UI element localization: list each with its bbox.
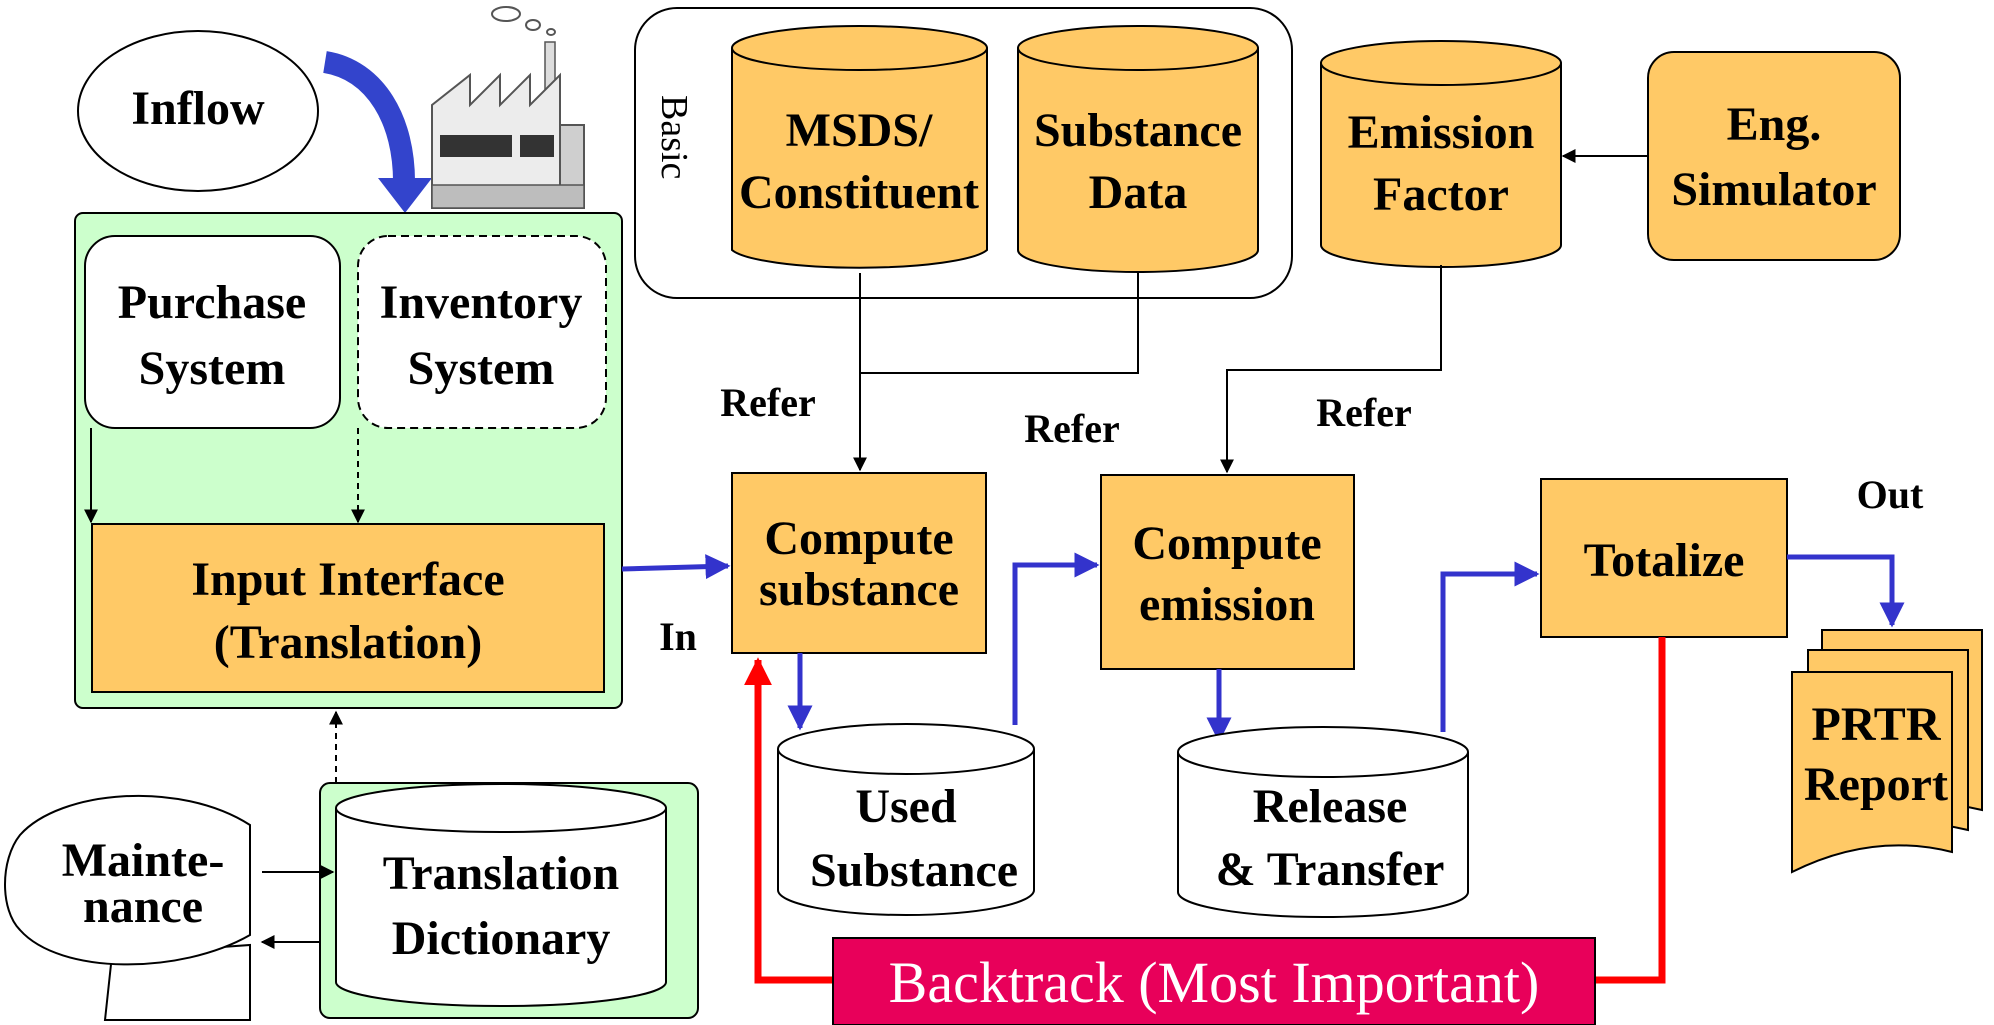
release-to-totalize-arrow bbox=[1440, 561, 1540, 732]
refer-label-3: Refer bbox=[1316, 390, 1411, 435]
compute-substance-line2: substance bbox=[759, 563, 959, 616]
maintenance-terminal-icon: Mainte- nance bbox=[4, 794, 251, 1021]
totalize-to-report-arrow bbox=[1787, 554, 1905, 628]
factory-icon bbox=[431, 6, 585, 209]
input-to-compute-arrow bbox=[621, 554, 731, 580]
totalize-label: Totalize bbox=[1584, 534, 1745, 587]
used-substance-line2: Substance bbox=[810, 844, 1018, 897]
purchase-system-line1: Purchase bbox=[118, 276, 306, 329]
emission-refer-line bbox=[1220, 265, 1442, 474]
compute-substance-box: Compute substance bbox=[731, 472, 987, 654]
compute-emission-line2: emission bbox=[1139, 578, 1315, 631]
input-interface-box: Input Interface (Translation) bbox=[91, 523, 605, 693]
inflow-arrow bbox=[322, 51, 432, 213]
inflow-label: Inflow bbox=[131, 82, 265, 135]
msds-database: MSDS/ Constituent bbox=[731, 25, 988, 269]
eng-simulator-box: Eng. Simulator bbox=[1647, 51, 1901, 261]
input-interface-line2: (Translation) bbox=[214, 616, 482, 669]
refer-label-2: Refer bbox=[1024, 406, 1119, 451]
substance-data-database: Substance Data bbox=[1017, 25, 1259, 273]
refer-label-1: Refer bbox=[720, 380, 815, 425]
input-interface-line1: Input Interface bbox=[191, 553, 504, 606]
msds-line1: MSDS/ bbox=[786, 104, 933, 157]
substance-refer-line bbox=[860, 273, 1139, 374]
translation-dictionary-line1: Translation bbox=[383, 847, 619, 900]
used-to-emission-arrow bbox=[1012, 552, 1100, 725]
translation-dictionary-database: Translation Dictionary bbox=[335, 783, 667, 1007]
purchase-system-line2: System bbox=[139, 342, 286, 395]
release-transfer-line2: & Transfer bbox=[1216, 843, 1445, 896]
inventory-system-line1: Inventory bbox=[380, 276, 583, 329]
substance-data-line1: Substance bbox=[1034, 104, 1242, 157]
in-label: In bbox=[659, 614, 697, 659]
purchase-system-box: Purchase System bbox=[84, 235, 341, 429]
inventory-system-box: Inventory System bbox=[357, 235, 607, 429]
prtr-report-line2: Report bbox=[1804, 758, 1948, 811]
out-label: Out bbox=[1857, 472, 1924, 517]
translation-dictionary-line2: Dictionary bbox=[392, 912, 611, 965]
used-substance-database: Used Substance bbox=[777, 723, 1035, 916]
eng-simulator-line2: Simulator bbox=[1671, 163, 1876, 216]
release-transfer-database: Release & Transfer bbox=[1177, 726, 1469, 918]
compute-emission-box: Compute emission bbox=[1100, 474, 1355, 670]
emission-factor-line1: Emission bbox=[1348, 106, 1535, 159]
inflow-node: Inflow bbox=[77, 30, 319, 192]
prtr-report-documents: PRTR Report bbox=[1791, 629, 1983, 874]
emission-factor-line2: Factor bbox=[1373, 168, 1509, 221]
maintenance-line2: nance bbox=[83, 880, 203, 933]
compute-substance-line1: Compute bbox=[764, 512, 953, 565]
used-substance-line1: Used bbox=[855, 780, 957, 833]
substance-data-line2: Data bbox=[1089, 166, 1188, 219]
release-transfer-line1: Release bbox=[1253, 780, 1408, 833]
prtr-report-line1: PRTR bbox=[1812, 698, 1942, 751]
basic-group-label: Basic bbox=[653, 95, 695, 179]
eng-simulator-line1: Eng. bbox=[1727, 98, 1822, 151]
backtrack-banner: Backtrack (Most Important) bbox=[832, 937, 1596, 1025]
emission-factor-database: Emission Factor bbox=[1320, 40, 1562, 268]
msds-line2: Constituent bbox=[739, 166, 979, 219]
totalize-box: Totalize bbox=[1540, 478, 1788, 638]
inventory-system-line2: System bbox=[408, 342, 555, 395]
compute-emission-line1: Compute bbox=[1132, 517, 1321, 570]
maintenance-line1: Mainte- bbox=[62, 834, 225, 887]
backtrack-label: Backtrack (Most Important) bbox=[889, 950, 1540, 1015]
